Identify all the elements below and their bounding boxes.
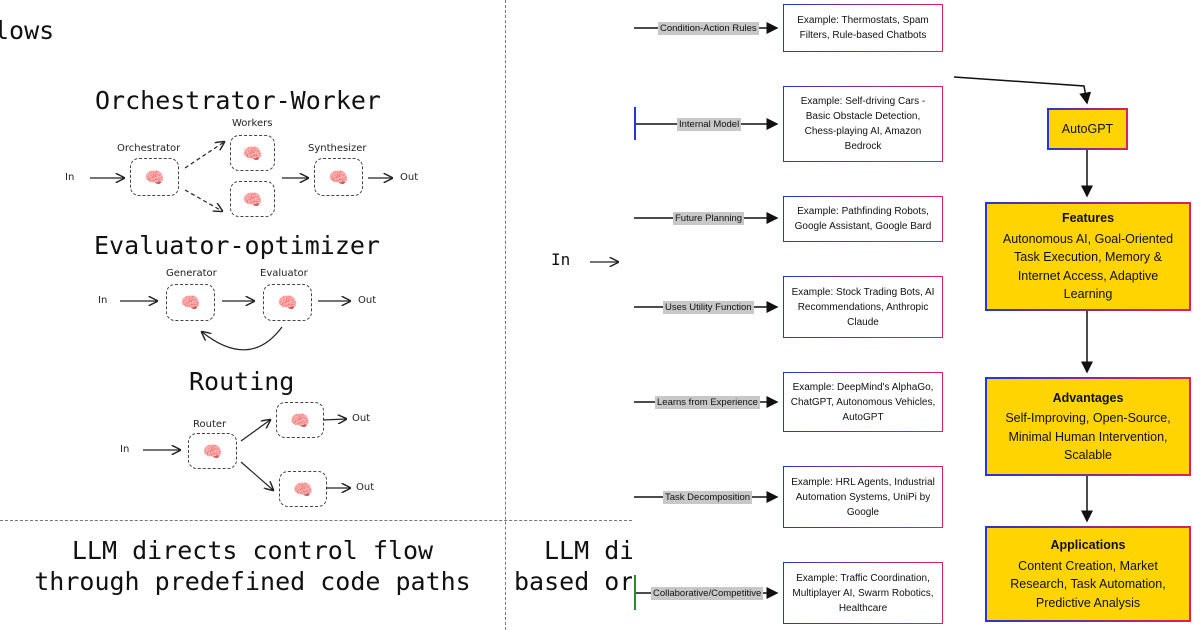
applications-body: Content Creation, Market Research, Task … (1010, 558, 1166, 610)
brain-icon: 🧠 (328, 167, 349, 187)
caption-line-1: LLM directs control flow (71, 536, 434, 565)
router-label: Router (193, 419, 227, 430)
worker-node-2: 🧠 (230, 181, 275, 217)
synthesizer-label: Synthesizer (308, 143, 367, 154)
advantages-box: Advantages Self-Improving, Open-Source, … (985, 377, 1191, 476)
evaluator-label: Evaluator (260, 268, 308, 279)
example-box-collaborative: Example: Traffic Coordination, Multiplay… (783, 562, 943, 624)
route-arrow-2 (240, 461, 273, 490)
category-tag-future-planning: Future Planning (673, 212, 745, 225)
brain-icon: 🧠 (277, 293, 298, 312)
route-in-label: In (120, 444, 130, 455)
brain-icon: 🧠 (242, 143, 263, 163)
panel-divider (505, 0, 506, 630)
orchestrator-node: 🧠 (130, 158, 179, 196)
route-target-node-2: 🧠 (279, 471, 327, 507)
orch-arrow-worker2 (184, 189, 222, 211)
eval-in-label: In (98, 295, 108, 306)
category-tag-utility: Uses Utility Function (663, 301, 754, 314)
example-box-internal-model: Example: Self-driving Cars - Basic Obsta… (783, 86, 943, 162)
category-tag-condition-action: Condition-Action Rules (658, 22, 759, 35)
generator-label: Generator (166, 268, 217, 279)
autogpt-label: AutoGPT (1061, 121, 1114, 136)
brain-icon: 🧠 (180, 293, 201, 312)
brain-icon: 🧠 (293, 479, 313, 499)
brain-icon: 🧠 (202, 441, 223, 461)
caption-line-2: through predefined code paths (34, 567, 471, 596)
worker-node-1: 🧠 (230, 135, 275, 171)
route-target-node-1: 🧠 (276, 402, 324, 438)
left-arrows (90, 0, 632, 630)
agent-types-panel: Condition-Action Rules Internal Model Fu… (632, 0, 1200, 630)
category-tag-collaborative: Collaborative/Competitive (651, 587, 764, 600)
bottom-divider (0, 520, 632, 521)
brain-icon: 🧠 (242, 189, 263, 209)
advantages-body: Self-Improving, Open-Source, Minimal Hum… (1005, 411, 1171, 462)
features-box: Features Autonomous AI, Goal-Oriented Ta… (985, 202, 1191, 311)
example-box-learning: Example: DeepMind's AlphaGo, ChatGPT, Au… (783, 372, 943, 432)
section-title-orchestrator: Orchestrator-Worker (95, 86, 381, 115)
orch-in-label: In (65, 172, 75, 183)
route-out-label-2: Out (356, 482, 375, 493)
orchestrator-label: Orchestrator (117, 143, 181, 154)
features-heading: Features (1061, 211, 1115, 226)
section-title-evaluator: Evaluator-optimizer (94, 231, 380, 260)
bottom-caption-left: LLM directs control flow through predefi… (0, 535, 505, 597)
router-node: 🧠 (188, 433, 237, 469)
caption-right-line-1: LLM di (544, 536, 632, 565)
brain-icon: 🧠 (290, 410, 310, 430)
workers-label: Workers (232, 118, 273, 129)
applications-heading: Applications (1050, 538, 1126, 552)
features-body: Autonomous AI, Goal-Oriented Task Execut… (1002, 231, 1174, 302)
category-tag-learning: Learns from Experience (655, 396, 760, 409)
category-tag-internal-model: Internal Model (677, 118, 742, 131)
evaluator-node: 🧠 (263, 284, 312, 321)
section-title-routing: Routing (189, 367, 295, 396)
workflow-diagram-panel: lows Orchestrator-Worker In Orchestrator… (0, 0, 632, 630)
eval-feedback-arrow (202, 326, 283, 351)
route-arrow-1 (240, 420, 270, 442)
applications-box: Applications Content Creation, Market Re… (985, 526, 1191, 622)
bottom-caption-right: LLM di based or (514, 535, 632, 597)
advantages-heading: Advantages (1052, 390, 1124, 405)
in-label: In (551, 250, 571, 269)
autogpt-box: AutoGPT (1047, 108, 1128, 150)
category-tag-task-decomposition: Task Decomposition (663, 491, 753, 504)
caption-right-line-2: based or (514, 567, 632, 596)
page-heading: lows (0, 16, 55, 45)
generator-node: 🧠 (166, 284, 215, 321)
example-box-future-planning: Example: Pathfinding Robots, Google Assi… (783, 196, 943, 242)
example-box-task-decomposition: Example: HRL Agents, Industrial Automati… (783, 466, 943, 528)
orch-arrow-worker1 (184, 142, 224, 169)
brain-icon: 🧠 (144, 167, 165, 187)
synthesizer-node: 🧠 (314, 158, 363, 196)
orch-out-label: Out (400, 172, 419, 183)
route-out-label-1: Out (352, 413, 371, 424)
example-box-condition-action: Example: Thermostats, Spam Filters, Rule… (783, 4, 943, 52)
eval-out-label: Out (358, 295, 377, 306)
example-box-utility: Example: Stock Trading Bots, AI Recommen… (783, 276, 943, 338)
route-arrow-out-1 (322, 419, 346, 420)
